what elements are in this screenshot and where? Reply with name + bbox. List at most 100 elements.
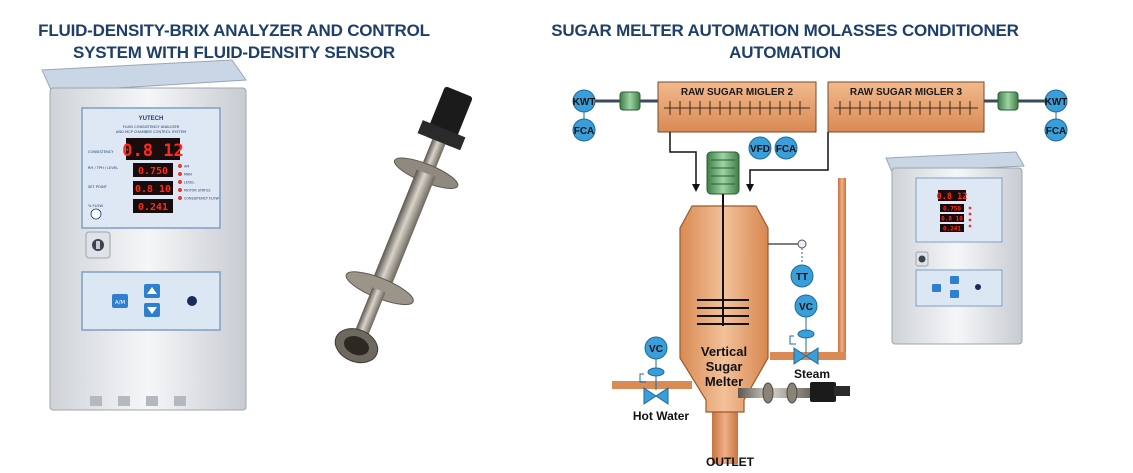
fca-right-instrument xyxy=(1044,118,1068,142)
indicator-motor: MOTOR STATUS xyxy=(184,189,211,193)
small-display-3-value: 0.8 10 xyxy=(941,216,963,223)
analyzer-brand: YUTECH xyxy=(139,116,164,122)
chute-right xyxy=(749,132,829,190)
certification-logo xyxy=(90,208,102,220)
display-consistency xyxy=(126,138,180,160)
indicator-flow: CONSISTENCY FLOW xyxy=(184,197,219,201)
fca-melter-instrument xyxy=(774,136,798,160)
indicator-man: MAN xyxy=(184,173,192,177)
row-label-setpoint: SET POINT xyxy=(88,185,108,189)
fca-right-label: FCA xyxy=(1046,126,1067,137)
small-lock-icon[interactable] xyxy=(918,255,926,263)
hot-water-pipe xyxy=(612,381,692,389)
melter-label-line3: Melter xyxy=(705,374,743,389)
indicator-level: LEVEL xyxy=(184,181,194,185)
indicator-led xyxy=(178,164,182,168)
kwt-right-label: KWT xyxy=(1045,97,1068,108)
small-display-3 xyxy=(940,214,964,222)
left-heading: FLUID-DENSITY-BRIX ANALYZER AND CONTROL … xyxy=(0,20,468,64)
small-display-1 xyxy=(938,190,966,201)
row-label-flow: % FLOW xyxy=(88,204,103,208)
arrow-down-icon xyxy=(147,307,157,314)
outlet-label: OUTLET xyxy=(706,455,755,469)
analyzer-subtitle-1: FLUID CONSISTENCY ANALYZER xyxy=(123,125,180,129)
small-keypad-panel xyxy=(915,269,1003,307)
steam-riser-pipe xyxy=(838,178,846,360)
left-feeder-motor xyxy=(619,91,641,111)
small-display-2 xyxy=(940,204,964,212)
small-down-button[interactable] xyxy=(950,290,959,298)
indicator-am: AM xyxy=(184,165,189,169)
display-rate-value: 0.750 xyxy=(138,166,168,177)
small-display-2-value: 0.750 xyxy=(943,206,961,213)
steam-valve-actuator xyxy=(797,329,815,339)
small-analyzer-enclosure: 0.8 12 0.750 0.8 10 0.241 xyxy=(885,151,1025,345)
display-setpoint-value: 0.8 10 xyxy=(135,184,171,195)
display-setpoint xyxy=(133,181,173,195)
lock-key-slot xyxy=(96,241,100,249)
vfd-label: VFD xyxy=(750,144,770,155)
right-heading: SUGAR MELTER AUTOMATION MOLASSES CONDITI… xyxy=(505,20,1065,64)
steam-valve xyxy=(793,347,807,365)
hot-water-label: Hot Water xyxy=(633,409,690,423)
vfd-instrument xyxy=(748,136,772,160)
chute-left xyxy=(669,132,697,190)
tt-label: TT xyxy=(796,272,808,283)
agitator-motor xyxy=(706,151,740,195)
display-flow-value: 0.241 xyxy=(138,202,168,213)
steam-label: Steam xyxy=(794,367,830,381)
small-am-button[interactable] xyxy=(932,284,941,292)
small-up-button[interactable] xyxy=(950,276,959,284)
right-heading-line2: AUTOMATION xyxy=(729,43,841,62)
analyzer-enclosure: YUTECH FLUID CONSISTENCY ANALYZER AND MC… xyxy=(41,59,247,411)
sensor-tube xyxy=(371,169,436,289)
outlet-pipe xyxy=(712,412,738,464)
hot-water-valve xyxy=(643,387,657,405)
migler-3-paddles xyxy=(839,101,971,115)
indicator-knob xyxy=(187,296,197,306)
fca-melter-label: FCA xyxy=(776,144,797,155)
right-heading-line1: SUGAR MELTER AUTOMATION MOLASSES CONDITI… xyxy=(551,21,1019,40)
sensor-connector xyxy=(417,120,466,151)
arrow-up-icon xyxy=(147,287,157,294)
small-indicator-knob xyxy=(975,284,981,290)
migler-3-tank xyxy=(827,81,985,133)
small-display-1-value: 0.8 12 xyxy=(937,192,968,202)
hot-water-valve-actuator xyxy=(647,367,665,377)
keypad-panel xyxy=(81,271,221,331)
migler-2-label: RAW SUGAR MIGLER 2 xyxy=(681,87,794,98)
migler-3-label: RAW SUGAR MIGLER 3 xyxy=(850,87,963,98)
kwt-left-label: KWT xyxy=(573,97,596,108)
inline-density-sensor xyxy=(738,388,810,398)
melter-label-line2: Sugar xyxy=(706,359,743,374)
vc-hot-water-label: VC xyxy=(649,344,663,355)
indicator-led xyxy=(178,196,182,200)
analyzer-subtitle-2: AND MCP CHAMBER CONTROL SYSTEM xyxy=(116,130,186,134)
row-label-consistency: CONSISTENCY xyxy=(88,150,114,154)
display-flow xyxy=(133,199,173,213)
process-diagram: RAW SUGAR MIGLER 2 RAW SUGAR MIGLER 3 KW… xyxy=(572,81,1068,469)
fca-left-instrument xyxy=(572,118,596,142)
small-display-4-value: 0.241 xyxy=(943,226,961,233)
display-rate xyxy=(133,163,173,177)
tt-instrument xyxy=(790,264,814,288)
vc-steam-label: VC xyxy=(799,302,813,313)
right-feeder-motor xyxy=(997,91,1019,111)
display-consistency-value: 0.8 12 xyxy=(122,141,183,161)
left-heading-line2: SYSTEM WITH FLUID-DENSITY SENSOR xyxy=(73,43,395,62)
density-sensor xyxy=(334,86,473,364)
left-heading-line1: FLUID-DENSITY-BRIX ANALYZER AND CONTROL xyxy=(38,21,430,40)
indicator-led xyxy=(178,188,182,192)
am-button-label: A/M xyxy=(115,300,126,306)
inline-sensor-head xyxy=(810,382,836,402)
fca-left-label: FCA xyxy=(574,126,595,137)
am-button[interactable] xyxy=(112,294,128,308)
row-label-rate: RH / TPH / LEVEL xyxy=(88,166,118,170)
melter-label-line1: Vertical xyxy=(701,344,747,359)
indicator-led xyxy=(178,172,182,176)
migler-2-paddles xyxy=(669,101,801,115)
small-display-4 xyxy=(940,224,964,232)
indicator-led xyxy=(178,180,182,184)
temperature-probe xyxy=(797,239,807,249)
